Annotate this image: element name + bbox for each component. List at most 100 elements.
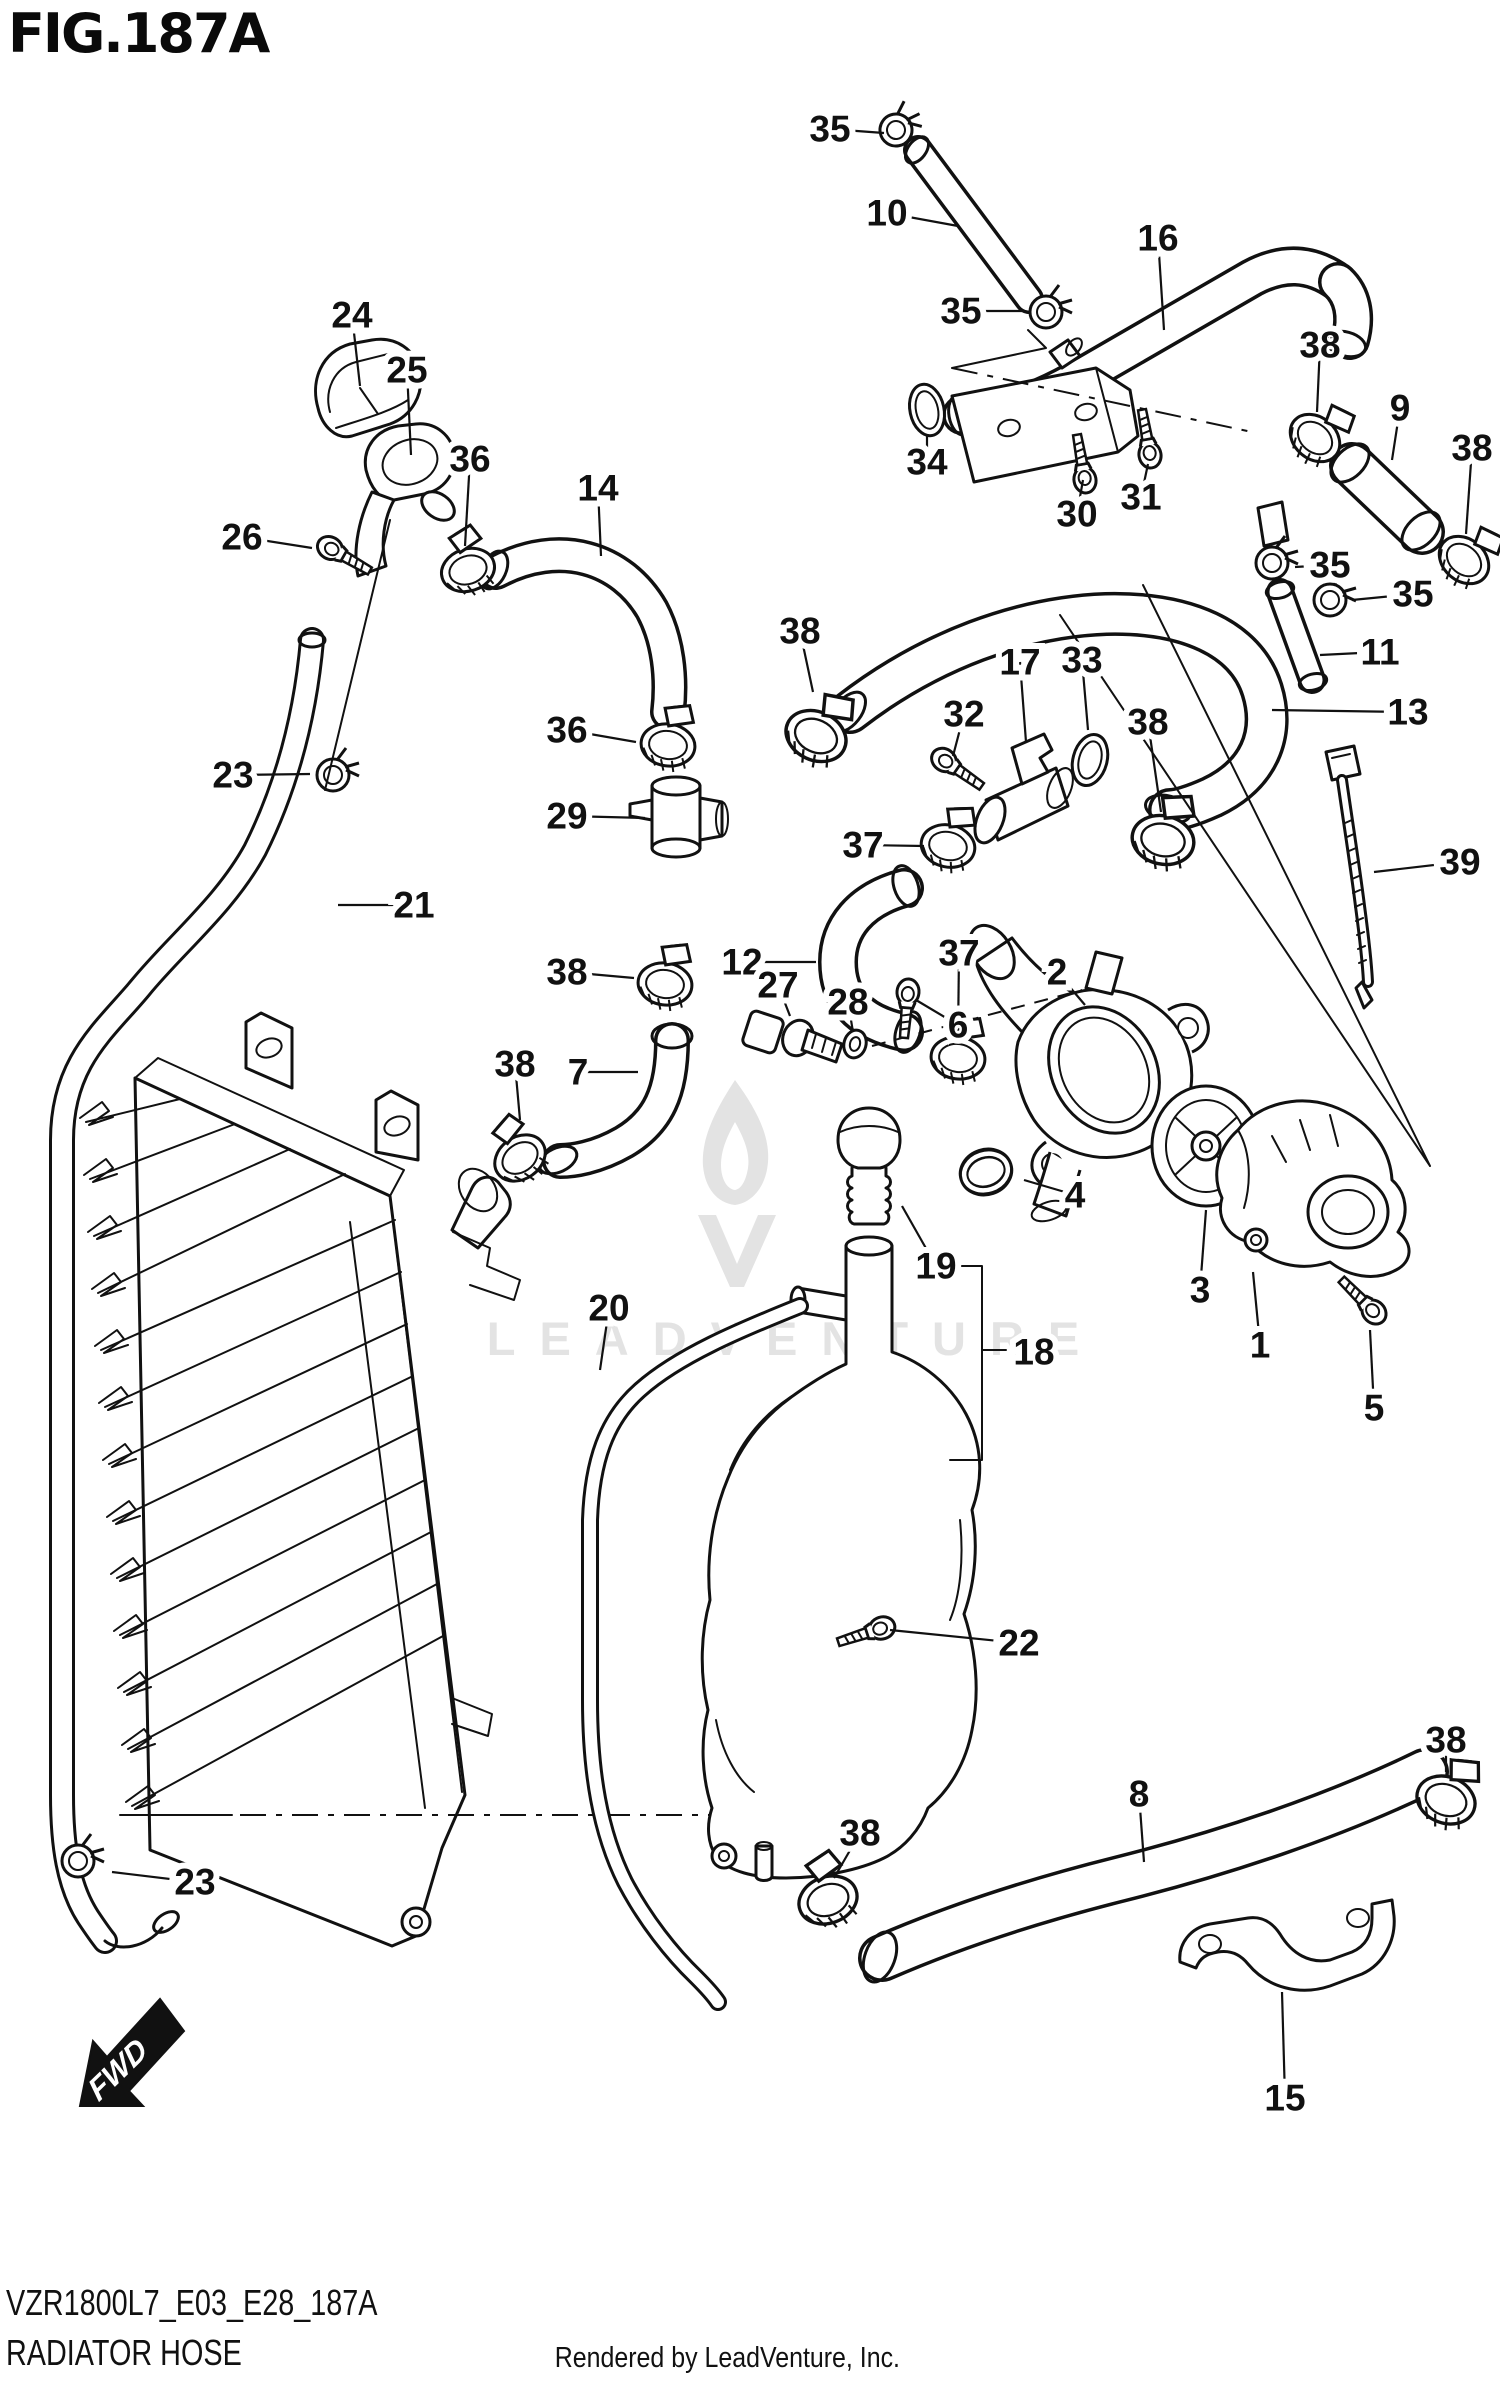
callout-label-35: 35 <box>940 291 981 332</box>
bracket-15-drawing <box>1178 1898 1396 1992</box>
drawing-code: VZR1800L7_E03_E28_187A <box>6 2282 378 2323</box>
callout-label-38: 38 <box>1299 325 1340 366</box>
filler-neck-25-drawing <box>324 422 456 791</box>
thermostat-housing-2-drawing <box>968 923 1210 1223</box>
callout-leader-line <box>833 1832 861 1879</box>
callout-leader-line <box>862 843 925 848</box>
callout-leader-line <box>111 1870 196 1884</box>
clamp-38c-drawing <box>1124 784 1206 878</box>
callout-leader-line <box>1198 1209 1208 1291</box>
callout-label-38: 38 <box>839 1813 880 1854</box>
clamp-38d-drawing <box>633 937 700 1016</box>
washer-28-drawing <box>842 1028 868 1060</box>
callout-leader-line <box>1315 344 1322 413</box>
callout-label-20: 20 <box>588 1288 629 1329</box>
callout-label-28: 28 <box>827 982 868 1023</box>
callout-leader-line <box>241 535 313 550</box>
callout-label-7: 7 <box>568 1052 589 1093</box>
callout-label-30: 30 <box>1056 494 1097 535</box>
callout-label-35: 35 <box>809 109 850 150</box>
callout-leader-line <box>350 314 362 387</box>
oring-4-drawing <box>952 1141 1020 1203</box>
callout-label-34: 34 <box>906 442 948 483</box>
callout-label-3: 3 <box>1190 1270 1211 1311</box>
leadventure-watermark: LEADVENTURE <box>487 1080 1104 1365</box>
callout-leader-line <box>1390 407 1402 461</box>
callout-leader-line <box>1351 592 1414 602</box>
callout-label-38: 38 <box>546 952 587 993</box>
callout-label-29: 29 <box>546 796 587 837</box>
callout-leader-line <box>1080 659 1090 731</box>
hose-21-drawing <box>62 633 327 1947</box>
joint-29-drawing <box>628 775 729 859</box>
figure-title: FIG.187A <box>8 2 270 65</box>
v-logo-watermark <box>698 1215 776 1287</box>
callout-label-19: 19 <box>915 1246 956 1287</box>
flame-logo-watermark <box>702 1080 769 1205</box>
callout-leader-line <box>956 952 961 1041</box>
callout-leader-line <box>901 1205 937 1267</box>
drawing-title: RADIATOR HOSE <box>6 2332 242 2373</box>
callout-label-38: 38 <box>1425 1720 1466 1761</box>
callout-label-39: 39 <box>1439 842 1480 883</box>
callout-leader-line <box>596 487 603 557</box>
clamp-37a-drawing <box>914 797 985 879</box>
callout-label-16: 16 <box>1137 218 1178 259</box>
callout-leader-line <box>1319 650 1381 657</box>
callout-label-15: 15 <box>1264 2078 1305 2119</box>
callout-label-10: 10 <box>866 193 907 234</box>
bracket-18-19-lines <box>949 1265 1007 1461</box>
callout-leader-line <box>1251 1271 1262 1346</box>
callout-leader-line <box>405 369 413 456</box>
callout-leader-line <box>1075 479 1085 515</box>
radiator-fins <box>85 1098 444 1807</box>
thermostat-cover-1-drawing <box>1215 1099 1411 1278</box>
clamp-23a-drawing <box>315 746 361 793</box>
callout-label-26: 26 <box>221 517 262 558</box>
callout-leader-line <box>1271 708 1409 714</box>
clamp-36b-drawing <box>636 698 703 777</box>
callout-leader-line <box>915 999 959 1026</box>
reservoir-cap-19-drawing <box>836 1106 902 1226</box>
fwd-arrow-shape <box>78 1997 186 2107</box>
callout-label-25: 25 <box>386 350 427 391</box>
callout-leader-line <box>798 630 815 693</box>
callout-label-9: 9 <box>1390 388 1411 429</box>
callout-label-23: 23 <box>212 755 253 796</box>
callout-leader-line <box>846 1001 855 1033</box>
callout-label-6: 6 <box>948 1005 969 1046</box>
callout-label-14: 14 <box>577 468 619 509</box>
radiator-drawing <box>79 1011 521 1948</box>
callout-leader-line <box>1294 563 1331 569</box>
callout-label-32: 32 <box>943 694 984 735</box>
callout-label-24: 24 <box>331 295 373 336</box>
callout-leader-line <box>1018 661 1028 743</box>
callout-label-38: 38 <box>494 1044 535 1085</box>
bolt-32-drawing <box>925 742 990 797</box>
callout-leader-line <box>886 211 959 228</box>
callout-leader-line <box>232 772 311 777</box>
callout-label-37: 37 <box>938 933 979 974</box>
callout-leader-line <box>1373 860 1461 874</box>
callout-label-12: 12 <box>721 942 762 983</box>
callout-label-35: 35 <box>1309 545 1350 586</box>
callout-leader-line <box>1464 447 1474 535</box>
callout-leader-line <box>1137 1793 1146 1863</box>
radiator-louvers <box>79 1101 160 1810</box>
callout-leader-line <box>1280 1991 1287 2099</box>
callout-label-1: 1 <box>1250 1325 1271 1366</box>
callout-label-35: 35 <box>1392 574 1433 615</box>
callout-leader-line <box>1368 1329 1376 1409</box>
callout-leader-line <box>829 127 885 135</box>
joint-pipe-17-drawing <box>973 732 1074 845</box>
callout-leader-line <box>566 728 637 744</box>
callout-leader-line <box>566 970 635 980</box>
callout-label-38: 38 <box>779 611 820 652</box>
cable-tie-39-drawing <box>1324 744 1372 1010</box>
callout-label-33: 33 <box>1061 640 1102 681</box>
callout-label-2: 2 <box>1047 952 1068 993</box>
fwd-arrow: FWD <box>78 1997 186 2108</box>
callout-leader-line <box>776 984 792 1017</box>
watermark-text: LEADVENTURE <box>487 1312 1104 1365</box>
